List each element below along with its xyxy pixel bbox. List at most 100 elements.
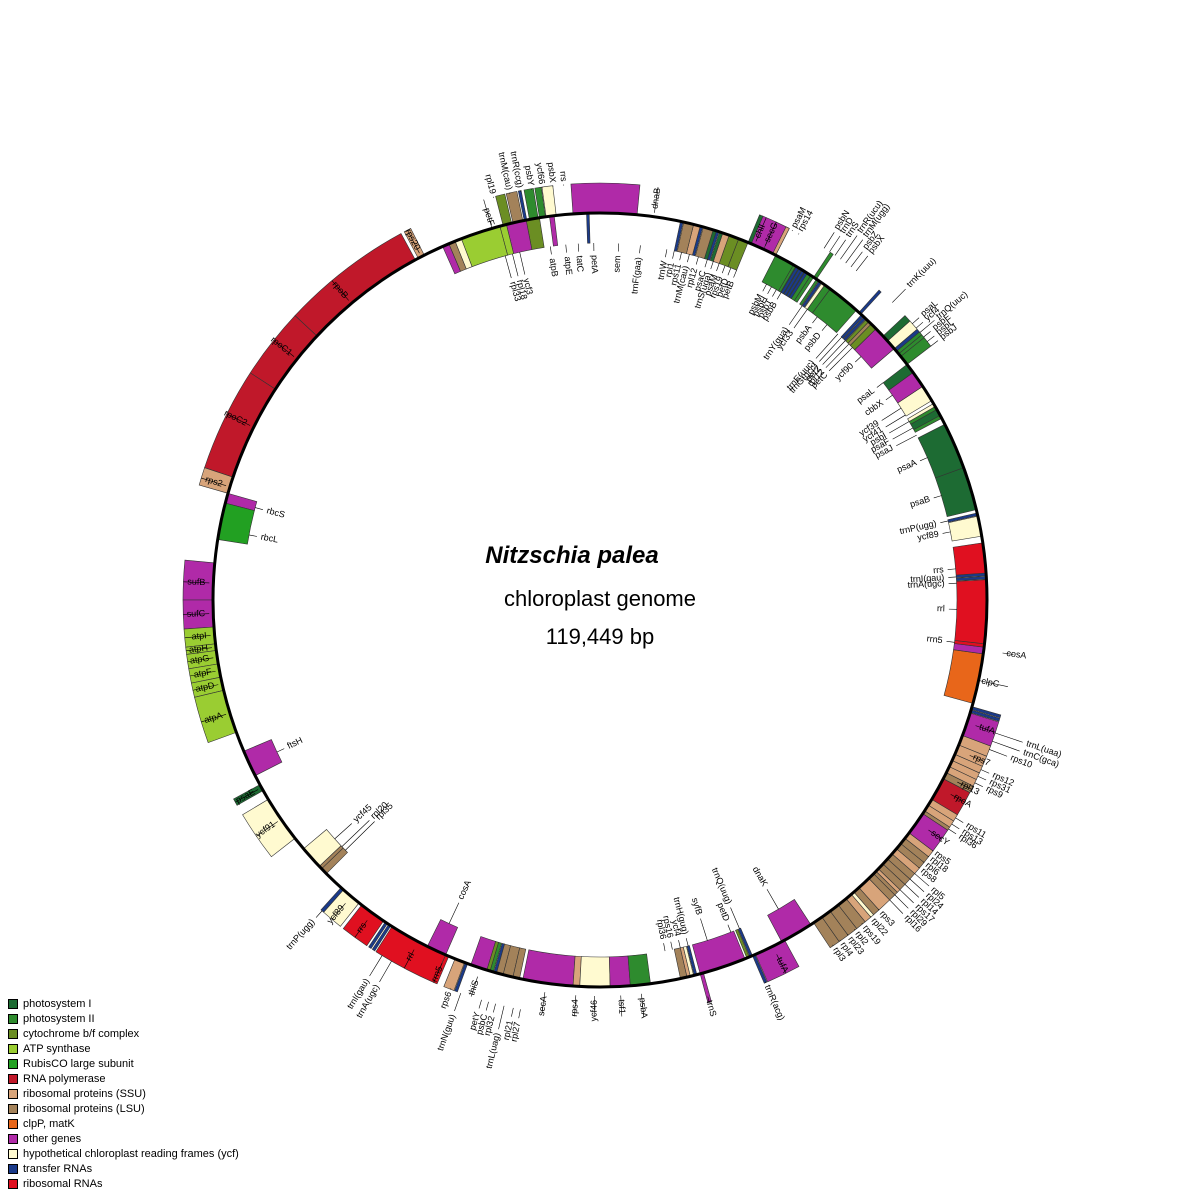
legend-label: other genes bbox=[23, 1132, 82, 1145]
genome-backbone bbox=[211, 211, 989, 989]
label-leader-line bbox=[766, 889, 779, 910]
gene-label: cosA bbox=[455, 879, 473, 901]
label-leader-line bbox=[665, 249, 668, 258]
gene-label: rpl21 bbox=[501, 1019, 515, 1041]
label-leader-line bbox=[695, 256, 699, 265]
legend-swatch bbox=[8, 1178, 18, 1189]
gene-label: petF bbox=[482, 207, 497, 228]
gene-label: trnS bbox=[705, 999, 719, 1018]
gene-label: rbcS bbox=[266, 505, 286, 519]
label-leader-line bbox=[904, 884, 920, 898]
gene-label: ycf46 bbox=[588, 1000, 598, 1022]
gene-label: atpE bbox=[563, 256, 575, 275]
gene-label: rps4 bbox=[569, 999, 580, 1017]
legend-item: ribosomal proteins (LSU) bbox=[8, 1101, 308, 1116]
gene-label: atpF bbox=[193, 666, 213, 679]
gene-label: psaA bbox=[895, 457, 918, 474]
legend-swatch bbox=[8, 1148, 18, 1159]
label-leader-line bbox=[248, 534, 257, 537]
label-leader-line bbox=[707, 996, 710, 1003]
gene-label: atpH bbox=[188, 643, 208, 655]
label-leader-line bbox=[850, 251, 863, 268]
label-leader-line bbox=[331, 280, 349, 301]
label-leader-line bbox=[504, 255, 512, 279]
label-leader-line bbox=[915, 321, 924, 329]
label-leader-line bbox=[876, 382, 884, 388]
gene-label: trnR(acg) bbox=[763, 983, 787, 1021]
legend-swatch bbox=[8, 998, 18, 1009]
label-leader-line bbox=[341, 820, 370, 847]
label-leader-line bbox=[885, 394, 893, 401]
gene-label: rrs bbox=[558, 171, 569, 183]
gene-label: trnK(uuu) bbox=[904, 255, 937, 289]
label-leader-line bbox=[678, 939, 681, 948]
label-leader-line bbox=[899, 889, 914, 904]
gene-label: tufA bbox=[978, 722, 996, 737]
label-leader-line bbox=[923, 861, 925, 863]
label-leader-line bbox=[930, 340, 939, 347]
label-leader-line bbox=[334, 823, 352, 840]
gene-label: ycf4 bbox=[670, 919, 683, 937]
label-leader-line bbox=[812, 316, 818, 324]
label-leader-line bbox=[950, 794, 965, 803]
label-leader-line bbox=[511, 1007, 514, 1017]
gene-label: rps16 bbox=[661, 915, 675, 939]
gene-block-tsf1 bbox=[609, 955, 631, 988]
legend-swatch bbox=[8, 1028, 18, 1039]
gene-label: rrs bbox=[933, 564, 945, 575]
label-leader-line bbox=[273, 340, 295, 357]
label-leader-line bbox=[894, 894, 909, 909]
label-leader-line bbox=[672, 250, 675, 259]
gene-label: petD bbox=[715, 901, 731, 923]
label-leader-line bbox=[565, 244, 567, 253]
label-leader-line bbox=[226, 413, 251, 426]
label-leader-line bbox=[885, 414, 906, 428]
gene-block-dnab bbox=[570, 182, 641, 216]
legend-label: ribosomal RNAs bbox=[23, 1177, 103, 1190]
organism-name: Nitzschia palea bbox=[485, 542, 658, 569]
label-leader-line bbox=[541, 992, 546, 1013]
label-leader-line bbox=[187, 657, 214, 662]
gene-label: trnQ(uug) bbox=[710, 866, 734, 905]
gene-label: rrn5 bbox=[926, 633, 943, 645]
legend-label: transfer RNAs bbox=[23, 1162, 93, 1175]
gene-label: rpl35 bbox=[374, 801, 395, 822]
label-leader-line bbox=[881, 407, 902, 421]
label-leader-line bbox=[942, 531, 951, 534]
label-leader-line bbox=[485, 1001, 489, 1011]
gene-label: thiS bbox=[466, 979, 480, 997]
label-leader-line bbox=[948, 576, 957, 578]
label-leader-line bbox=[255, 507, 263, 510]
label-leader-line bbox=[861, 923, 863, 925]
label-leader-line bbox=[716, 263, 720, 272]
label-leader-line bbox=[755, 217, 767, 242]
label-leader-line bbox=[896, 434, 917, 447]
label-leader-line bbox=[847, 934, 849, 936]
label-leader-line bbox=[433, 963, 443, 983]
label-leader-line bbox=[518, 1009, 521, 1019]
legend-item: other genes bbox=[8, 1131, 308, 1146]
label-leader-line bbox=[704, 259, 708, 268]
label-leader-line bbox=[892, 288, 906, 303]
label-leader-line bbox=[192, 684, 219, 691]
label-leader-line bbox=[498, 1005, 505, 1030]
label-leader-line bbox=[448, 902, 460, 924]
label-leader-line bbox=[869, 916, 872, 918]
gene-label: rpl18 bbox=[515, 279, 530, 301]
label-leader-line bbox=[855, 356, 862, 363]
label-leader-line bbox=[912, 317, 920, 324]
label-leader-line bbox=[946, 641, 955, 643]
legend-swatch bbox=[8, 1118, 18, 1129]
label-leader-line bbox=[793, 309, 808, 329]
label-leader-line bbox=[977, 775, 987, 781]
gene-label: sufB bbox=[187, 576, 205, 587]
label-leader-line bbox=[670, 941, 673, 950]
label-leader-line bbox=[918, 867, 920, 869]
label-leader-line bbox=[975, 725, 996, 733]
label-leader-line bbox=[407, 229, 420, 254]
label-leader-line bbox=[183, 581, 210, 584]
legend-item: transfer RNAs bbox=[8, 1161, 308, 1176]
label-leader-line bbox=[331, 903, 346, 920]
legend-item: hypothetical chloroplast reading frames … bbox=[8, 1146, 308, 1161]
